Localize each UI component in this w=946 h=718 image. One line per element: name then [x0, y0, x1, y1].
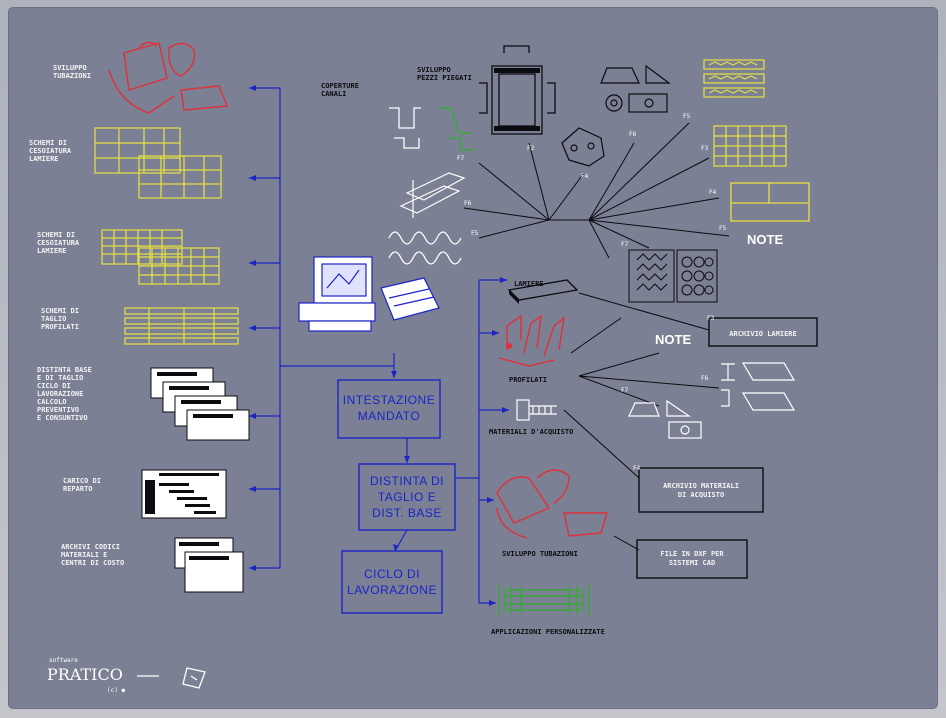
f-key-label: F4: [633, 465, 641, 472]
red-tube-development-right: [497, 470, 607, 538]
perforated-sheets-drawing: [629, 250, 717, 302]
archive-code-forms: [175, 538, 243, 592]
yellow-sheet-scheme-1: [95, 128, 221, 198]
yellow-panel-sheet: [731, 183, 809, 221]
center-box-ciclo: [342, 551, 442, 613]
f-key-label: F7: [457, 155, 465, 162]
right-item-label: SVILUPPO TUBAZIONI: [502, 550, 578, 558]
yellow-parts-list: [704, 60, 764, 97]
yellow-sheet-scheme-2: [102, 230, 219, 284]
computer-workstation: [299, 257, 439, 331]
right-item-label: MATERIALI D'ACQUISTO: [489, 428, 573, 436]
logo-top-text: software: [49, 657, 78, 664]
green-bent-piece: [439, 108, 474, 150]
green-custom-application-drawing: [499, 584, 589, 616]
yellow-profile-cutting-scheme: [125, 308, 238, 344]
cut-shapes-lower-drawing: [629, 401, 701, 438]
red-profiles-drawing: [499, 316, 564, 366]
pratico-logo-mark: [137, 668, 205, 688]
f-key-label: F2: [527, 145, 535, 152]
f-key-label: F6: [464, 200, 472, 207]
archive-box-acquisto: [639, 468, 763, 512]
top-star-connectors: [464, 123, 729, 258]
flange-plate-drawing: [562, 128, 604, 166]
f-key-label: F5: [471, 230, 479, 237]
red-tube-development-drawing: [109, 42, 227, 113]
f-key-label: F3: [707, 315, 715, 322]
f-key-label: F5: [719, 225, 727, 232]
f-key-label: F3: [701, 145, 709, 152]
yellow-grid-sheet: [714, 126, 786, 166]
note-label: NOTE: [655, 332, 691, 347]
archive-box-label: ARCHIVIO LAMIERE: [729, 330, 796, 338]
f-key-label: F4: [709, 189, 717, 196]
box-frame-fill: [494, 68, 540, 131]
f-key-label: F7: [621, 241, 629, 248]
channel-cover-drawings: [389, 108, 421, 148]
f-key-label: F6: [629, 131, 637, 138]
corrugated-sheet-drawing: [389, 232, 461, 264]
red-profile-dot: [506, 343, 512, 349]
right-item-label: LAMIERE: [514, 280, 544, 288]
ibeam-plates-drawing: [721, 363, 794, 410]
profile-stack-drawing: [401, 173, 464, 218]
department-load-chart: [142, 470, 226, 518]
logo-main-text: PRATICO: [47, 665, 123, 684]
hardware-bolt-drawing: [517, 400, 557, 420]
right-item-label: APPLICAZIONI PERSONALIZZATE: [491, 628, 605, 636]
f-key-label: F5: [683, 113, 691, 120]
f-key-label: F7: [621, 387, 629, 394]
arrowheads: [249, 85, 509, 606]
cut-shapes-drawing: [601, 66, 669, 112]
note-label: NOTE: [747, 232, 783, 247]
right-item-label: PROFILATI: [509, 376, 547, 384]
f-key-label: F4: [581, 173, 589, 180]
f-key-label: F6: [701, 375, 709, 382]
box-frame-drawing: [479, 46, 555, 134]
connector-lines: [249, 88, 509, 603]
logo-sub-text: (c) ●: [107, 687, 125, 694]
